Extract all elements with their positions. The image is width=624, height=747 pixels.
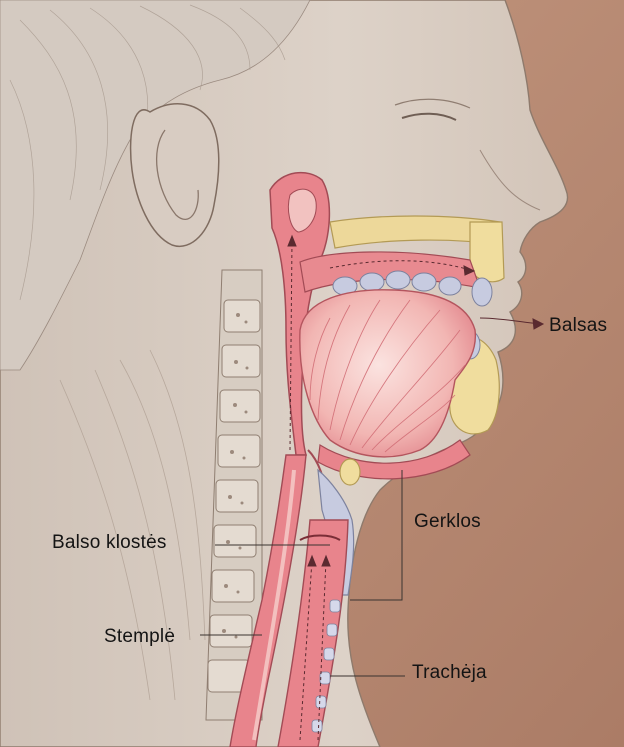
label-gerklos: Gerklos (414, 512, 481, 531)
label-stemple: Stemplė (104, 627, 175, 646)
label-tracheja: Trachėja (412, 663, 487, 682)
label-balso-klostes: Balso klostės (52, 533, 167, 552)
label-balsas: Balsas (549, 316, 607, 335)
hyoid-bone (340, 459, 360, 485)
